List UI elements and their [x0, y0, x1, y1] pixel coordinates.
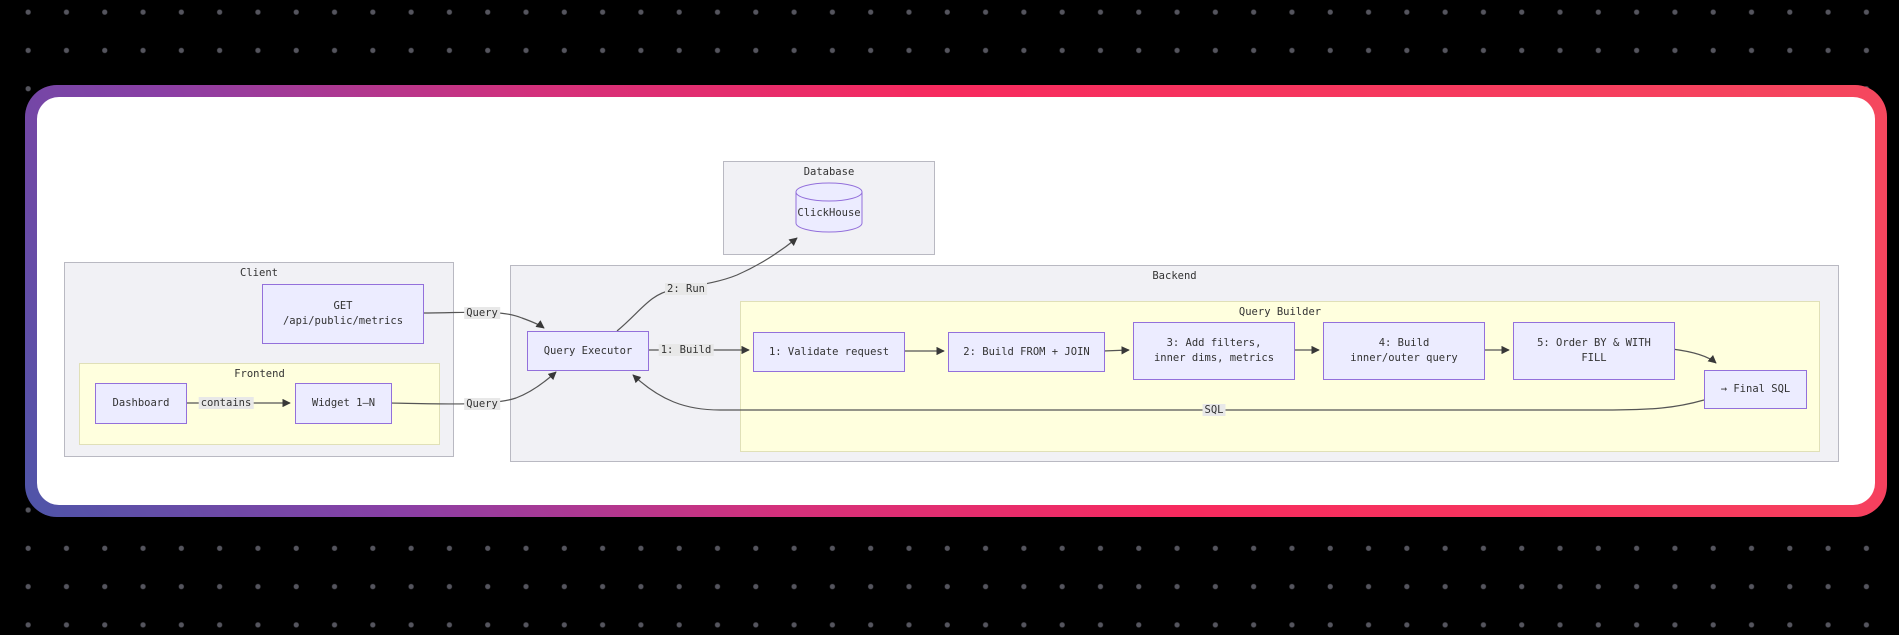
node-query-executor: Query Executor: [527, 331, 649, 371]
edge-label-run: 2: Run: [665, 283, 707, 295]
node-clickhouse-label: ClickHouse: [797, 207, 861, 219]
edge-label-contains: contains: [198, 397, 254, 409]
node-step4-line1: 4: Build: [1378, 337, 1430, 349]
node-query-executor-label: Query Executor: [543, 344, 633, 357]
cluster-query-builder-label: Query Builder: [1238, 306, 1322, 318]
node-get-endpoint: GET /api/public/metrics: [262, 284, 424, 344]
node-step5: 5: Order BY & WITH FILL: [1513, 322, 1675, 380]
edge-label-query-top: Query: [464, 307, 500, 319]
node-step5-line2: FILL: [1581, 352, 1607, 364]
node-step5-line1: 5: Order BY & WITH: [1537, 337, 1651, 349]
node-get-endpoint-line2: /api/public/metrics: [282, 315, 404, 327]
node-dashboard-label: Dashboard: [112, 397, 170, 409]
node-step1-label: 1: Validate request: [768, 345, 890, 358]
cylinder-icon: [795, 182, 863, 233]
node-step4-line2: inner/outer query: [1350, 352, 1458, 364]
edge-label-sql: SQL: [1202, 404, 1226, 416]
node-step1: 1: Validate request: [753, 332, 905, 372]
node-final-sql-label: → Final SQL: [1720, 383, 1791, 395]
node-step2: 2: Build FROM + JOIN: [948, 332, 1105, 372]
cluster-client-label: Client: [240, 267, 278, 279]
cluster-frontend-label: Frontend: [234, 368, 285, 380]
edge-label-build: 1: Build: [658, 344, 714, 356]
node-widget: Widget 1–N: [295, 383, 392, 424]
node-get-endpoint-line1: GET: [333, 300, 353, 312]
node-step4: 4: Build inner/outer query: [1323, 322, 1485, 380]
edge-label-query-bottom: Query: [464, 398, 500, 410]
node-step2-label: 2: Build FROM + JOIN: [963, 345, 1090, 358]
node-final-sql: → Final SQL: [1704, 370, 1807, 409]
node-step3: 3: Add filters, inner dims, metrics: [1133, 322, 1295, 380]
node-step3-line2: inner dims, metrics: [1153, 352, 1275, 364]
cluster-database-label: Database: [803, 166, 855, 178]
cluster-backend-label: Backend: [1152, 270, 1197, 282]
node-dashboard: Dashboard: [95, 383, 187, 424]
node-widget-label: Widget 1–N: [311, 397, 376, 409]
node-step3-line1: 3: Add filters,: [1166, 337, 1262, 349]
